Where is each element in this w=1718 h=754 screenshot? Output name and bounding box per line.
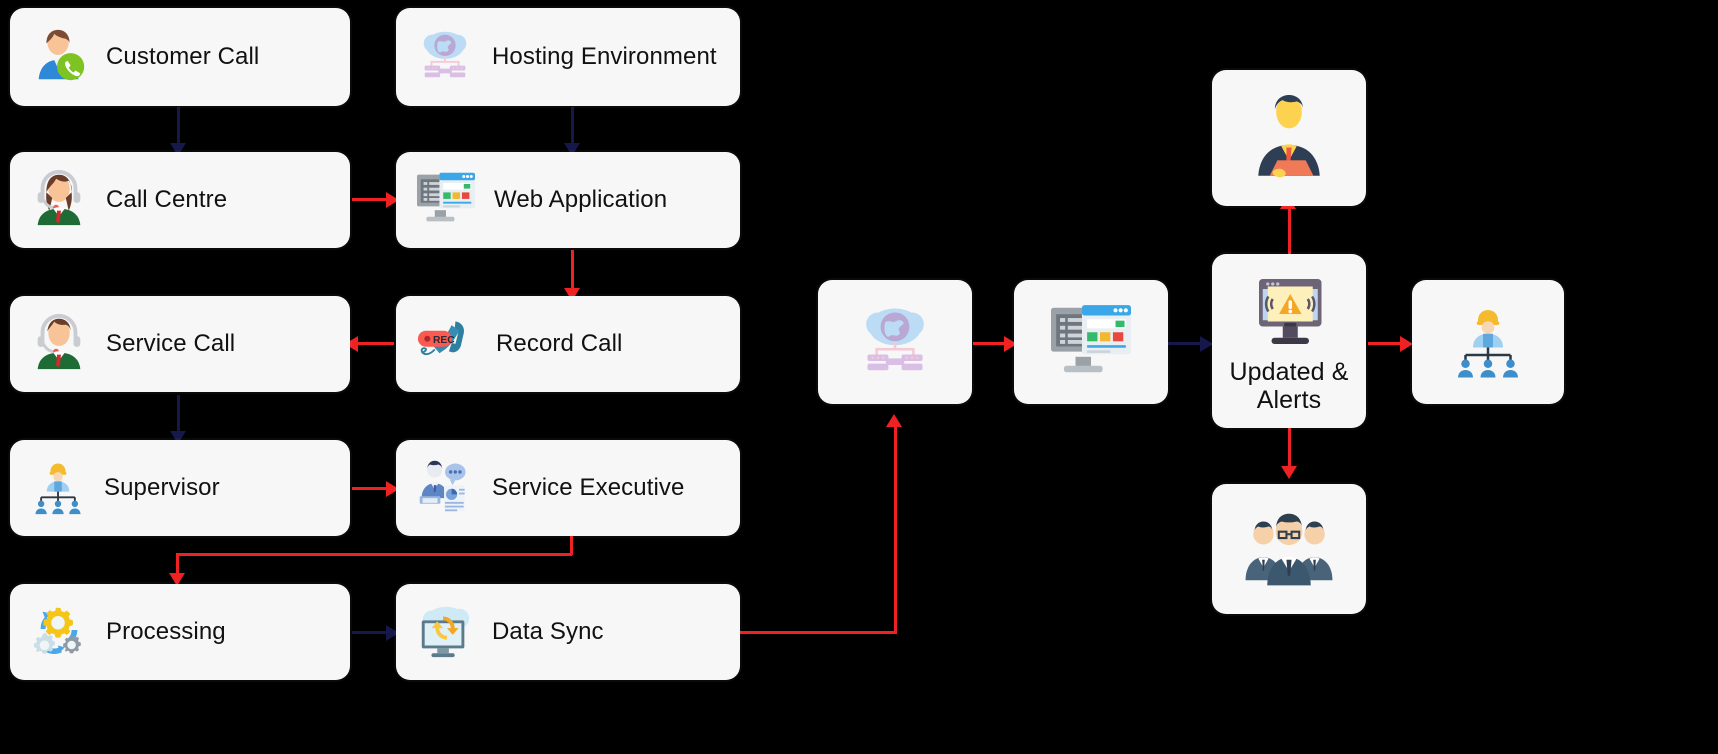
connector-datasync-right bbox=[740, 631, 897, 634]
connector-servicecall-to-supervisor bbox=[177, 395, 180, 435]
connector-processing-drop bbox=[176, 553, 179, 577]
card-right-web-application[interactable] bbox=[1014, 280, 1168, 404]
connector-recordcall-to-servicecall bbox=[352, 342, 394, 345]
card-supervisor[interactable]: Supervisor bbox=[10, 440, 350, 536]
connector-supervisor-to-serviceexec bbox=[352, 487, 390, 490]
card-right-supervisor[interactable] bbox=[1412, 280, 1564, 404]
org-chart-supervisor-icon bbox=[28, 456, 88, 521]
card-service-executive[interactable]: Service Executive bbox=[396, 440, 740, 536]
card-customer-call[interactable]: Customer Call bbox=[10, 8, 350, 106]
card-hosting-environment[interactable]: Hosting Environment bbox=[396, 8, 740, 106]
connector-hosting-to-webapp bbox=[571, 107, 574, 147]
card-right-hosting[interactable] bbox=[818, 280, 972, 404]
card-label: Customer Call bbox=[106, 43, 260, 70]
arrowhead-processing-to-datasync bbox=[386, 625, 399, 641]
arrowhead-webapp2-to-alerts bbox=[1200, 336, 1213, 352]
svg-text:REC: REC bbox=[433, 334, 455, 345]
connector-callcentre-to-webapp bbox=[352, 198, 390, 201]
connector-alerts-to-orgchart bbox=[1368, 342, 1404, 345]
card-data-sync[interactable]: Data Sync bbox=[396, 584, 740, 680]
connector-serviceexec-down bbox=[570, 535, 573, 555]
card-label: Service Executive bbox=[492, 474, 685, 501]
cloud-hosting-network-icon bbox=[414, 24, 476, 91]
card-service-call[interactable]: Service Call bbox=[10, 296, 350, 392]
card-label: Call Centre bbox=[106, 186, 228, 213]
monitor-alert-warning-icon bbox=[1246, 269, 1332, 354]
connector-webapp-to-recordcall bbox=[571, 250, 574, 292]
business-team-icon bbox=[1243, 505, 1335, 594]
card-web-application[interactable]: Web Application bbox=[396, 152, 740, 248]
card-label: Updated & Alerts bbox=[1229, 357, 1349, 414]
card-label: Service Call bbox=[106, 330, 236, 357]
card-team[interactable] bbox=[1212, 484, 1366, 614]
card-label: Data Sync bbox=[492, 618, 604, 645]
card-label: Web Application bbox=[494, 186, 668, 213]
arrowhead-supervisor-to-serviceexec bbox=[386, 481, 399, 497]
cloud-hosting-network-icon bbox=[853, 298, 937, 387]
connector-customer-to-callcentre bbox=[177, 107, 180, 147]
card-updated-alerts[interactable]: Updated & Alerts bbox=[1212, 254, 1366, 428]
card-label: Processing bbox=[106, 618, 226, 645]
businessman-tablet-icon bbox=[1248, 91, 1330, 186]
card-call-centre[interactable]: Call Centre bbox=[10, 152, 350, 248]
record-call-handset-icon: REC bbox=[414, 312, 480, 377]
service-executive-icon bbox=[414, 457, 476, 520]
org-chart-supervisor-icon bbox=[1448, 300, 1528, 385]
connector-alerts-to-team bbox=[1288, 428, 1291, 470]
connector-webapp2-to-alerts bbox=[1168, 342, 1204, 345]
gears-processing-icon bbox=[28, 600, 90, 665]
card-label: Supervisor bbox=[104, 474, 220, 501]
arrowhead-alerts-to-orgchart bbox=[1400, 336, 1413, 352]
male-headset-agent-icon bbox=[28, 311, 90, 378]
arrowhead-to-processing bbox=[169, 573, 185, 586]
connector-serviceexec-to-processing bbox=[176, 553, 572, 556]
connector-cloud-to-webapp2 bbox=[973, 342, 1008, 345]
card-processing[interactable]: Processing bbox=[10, 584, 350, 680]
customer-with-phone-icon bbox=[28, 24, 90, 91]
card-manager[interactable] bbox=[1212, 70, 1366, 206]
connector-processing-to-datasync bbox=[352, 631, 392, 634]
desktop-web-app-icon bbox=[1045, 300, 1137, 385]
arrowhead-alerts-to-team bbox=[1281, 466, 1297, 479]
card-label: Record Call bbox=[496, 330, 623, 357]
arrowhead-cloud-to-webapp2 bbox=[1004, 336, 1017, 352]
card-label: Hosting Environment bbox=[492, 43, 717, 70]
connector-alerts-to-manager bbox=[1288, 205, 1291, 255]
arrowhead-callcentre-to-webapp bbox=[386, 192, 399, 208]
connector-datasync-up bbox=[894, 425, 897, 633]
arrowhead-datasync-to-cloud bbox=[886, 414, 902, 427]
card-record-call[interactable]: REC Record Call bbox=[396, 296, 740, 392]
desktop-web-app-icon bbox=[414, 169, 478, 232]
cloud-data-sync-icon bbox=[414, 600, 476, 665]
female-headset-agent-icon bbox=[28, 167, 90, 234]
